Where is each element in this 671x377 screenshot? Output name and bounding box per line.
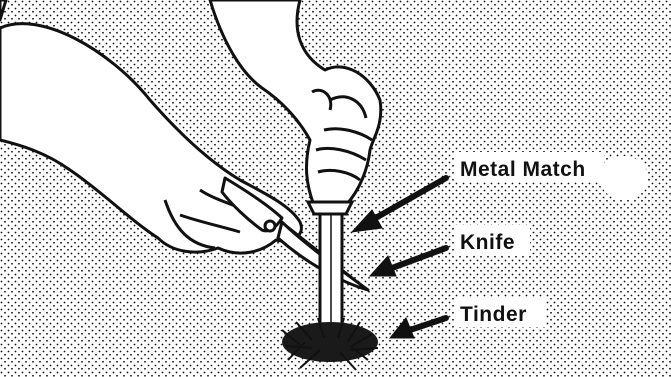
tinder-label: Tinder <box>460 303 527 326</box>
metal-match-label: Metal Match <box>460 158 586 181</box>
knife-label: Knife <box>460 231 515 254</box>
